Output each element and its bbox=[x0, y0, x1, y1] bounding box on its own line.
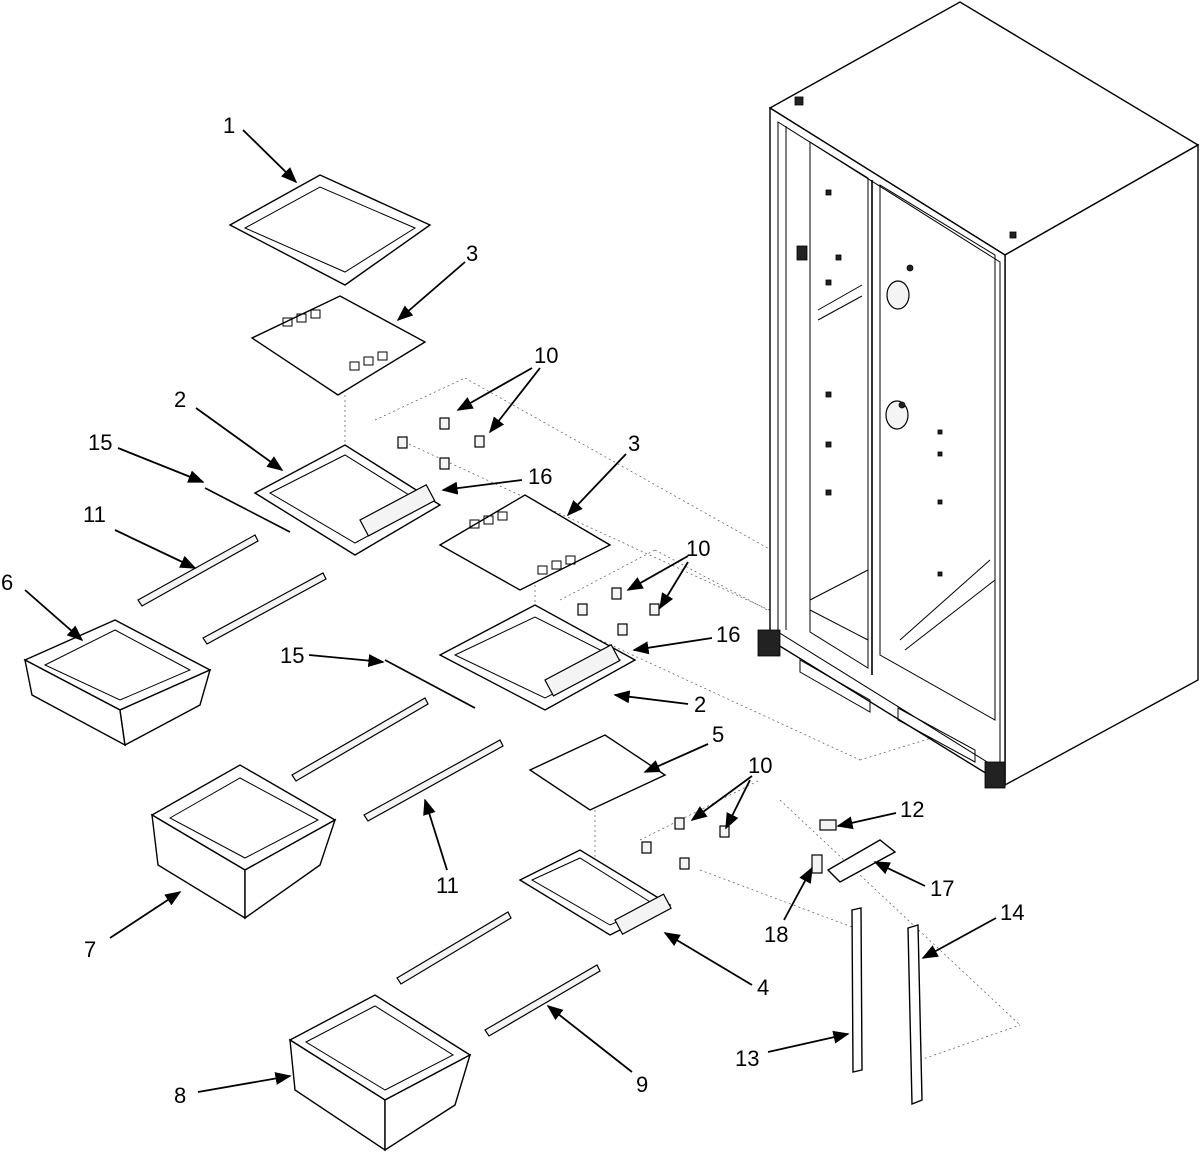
callout-13: 13 bbox=[735, 1046, 759, 1071]
part-17-hinge-cover bbox=[826, 839, 897, 883]
refrigerator-cabinet bbox=[757, 1, 1200, 789]
callout-4: 4 bbox=[757, 975, 769, 1000]
callout-16-lower: 16 bbox=[716, 622, 740, 647]
callout-7: 7 bbox=[84, 937, 96, 962]
part-4-shelf-frame-small bbox=[518, 849, 672, 936]
callout-10-upper: 10 bbox=[534, 343, 558, 368]
part-8-drawer bbox=[288, 994, 472, 1152]
callout-labels: 1 3 10 2 15 16 11 6 3 10 16 15 2 5 10 12… bbox=[1, 113, 1024, 1108]
callout-12: 12 bbox=[900, 797, 924, 822]
part-6-crisper-drawer bbox=[23, 619, 212, 747]
part-10-clips-middle bbox=[577, 587, 660, 636]
part-2-shelf-frame-lower bbox=[438, 604, 637, 711]
part-10-clips-upper bbox=[397, 417, 485, 470]
part-3-shelf-insert-upper bbox=[250, 295, 427, 396]
callout-10-middle: 10 bbox=[686, 536, 710, 561]
callout-8: 8 bbox=[174, 1083, 186, 1108]
part-14-door-rail-right bbox=[907, 924, 923, 1106]
part-1-shelf bbox=[228, 174, 432, 286]
callout-11-middle: 11 bbox=[436, 873, 459, 898]
part-13-door-rail-left bbox=[851, 907, 863, 1073]
part-2-shelf-frame-upper bbox=[253, 444, 442, 556]
callout-16-upper: 16 bbox=[528, 464, 552, 489]
callout-9: 9 bbox=[636, 1072, 648, 1097]
callout-5: 5 bbox=[712, 722, 724, 747]
callout-14: 14 bbox=[1000, 900, 1024, 925]
part-11-slide-rails-middle bbox=[291, 697, 504, 822]
callout-2-lower: 2 bbox=[694, 692, 706, 717]
leader-arrows bbox=[24, 129, 997, 1093]
callout-17: 17 bbox=[930, 876, 954, 901]
callout-10-lower: 10 bbox=[748, 753, 772, 778]
callout-1: 1 bbox=[223, 113, 235, 138]
part-10-clips-lower bbox=[641, 817, 730, 870]
callout-3-lower: 3 bbox=[628, 431, 640, 456]
part-11-slide-rails-upper bbox=[137, 534, 327, 645]
part-15-rail-upper bbox=[204, 487, 291, 533]
part-3-shelf-insert-lower bbox=[438, 494, 612, 591]
callout-11-upper: 11 bbox=[83, 502, 106, 527]
callout-6: 6 bbox=[1, 570, 13, 595]
part-7-drawer bbox=[150, 764, 337, 920]
callout-18: 18 bbox=[764, 922, 788, 947]
part-12-bracket bbox=[819, 819, 837, 831]
callout-2-upper: 2 bbox=[174, 387, 186, 412]
callout-15-lower: 15 bbox=[280, 643, 304, 668]
part-15-rail-lower bbox=[384, 659, 476, 709]
callout-3-upper: 3 bbox=[466, 241, 478, 266]
callout-15-upper: 15 bbox=[88, 430, 112, 455]
part-5-shelf-glass bbox=[528, 734, 667, 811]
part-18-hinge-pin bbox=[811, 854, 823, 874]
part-11-slide-rails-lower bbox=[396, 911, 601, 1037]
